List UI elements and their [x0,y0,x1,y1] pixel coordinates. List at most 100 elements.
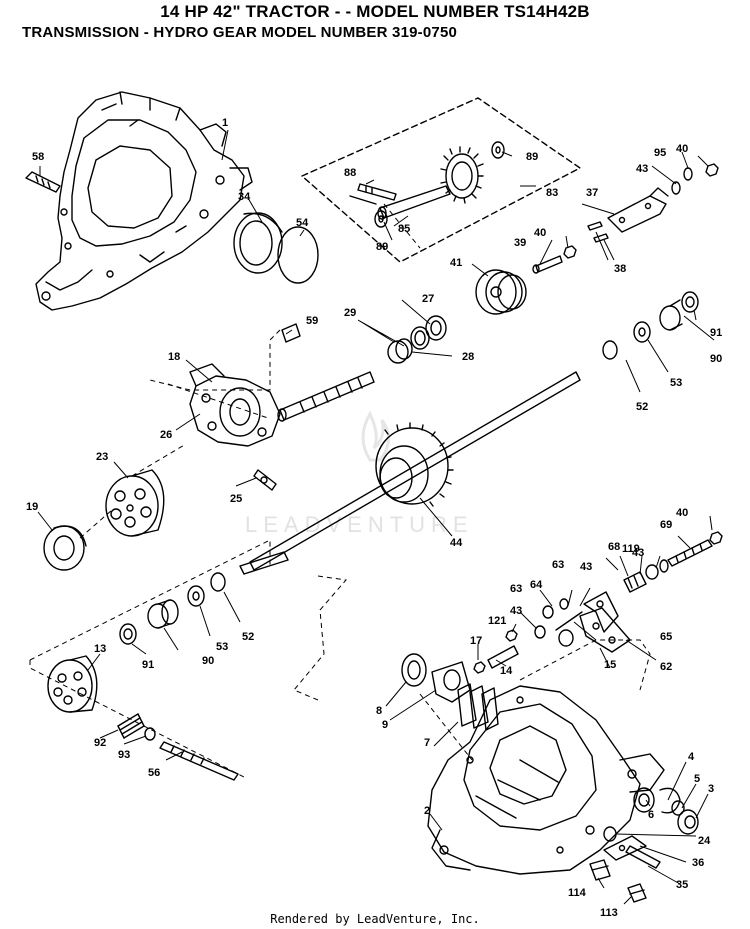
nut-part-121 [505,629,518,642]
washer-part-52-lower [210,572,226,592]
callout-34: 34 [238,191,251,203]
callout-56: 56 [148,767,160,779]
callout-23: 23 [96,451,108,463]
callout-58: 58 [32,151,44,163]
input-shaft-part-18 [277,371,375,422]
callout-113: 113 [600,907,618,919]
callout-43-mid-right: 43 [580,561,592,573]
seal-part-8 [401,653,427,687]
callout-14: 14 [500,665,513,677]
callout-36: 36 [692,857,704,869]
pin-part-35 [625,845,661,869]
assembly-dashed-lines [29,203,651,779]
callout-39: 39 [514,237,526,249]
callout-35: 35 [676,879,688,891]
callout-53-lower: 53 [216,641,228,653]
callout-65: 65 [660,631,672,643]
cylinder-block-part-23 [105,469,165,537]
callout-19: 19 [26,501,38,513]
pin-part-59 [281,323,301,343]
callout-8: 8 [376,705,382,717]
callout-15: 15 [604,659,616,671]
fitting-part-114 [589,859,611,881]
callout-53-upper: 53 [670,377,682,389]
washer-part-43-top [671,181,681,195]
callout-64: 64 [530,579,543,591]
callout-5: 5 [694,773,700,785]
callout-69: 69 [660,519,672,531]
callout-7: 7 [424,737,430,749]
washer-part-64 [559,598,569,610]
nut-part-40-mid [563,245,577,259]
snap-ring-part-28 [387,338,413,364]
seal-part-19 [43,525,87,571]
plates-part-7 [457,683,499,731]
arm-part-15 [555,611,583,647]
callout-17: 17 [470,635,482,647]
callout-89-lower: 89 [376,241,388,253]
callout-1: 1 [222,117,228,129]
callout-4: 4 [688,751,695,763]
rod-part-69 [667,539,713,567]
callout-54: 54 [296,217,309,229]
callout-83: 83 [546,187,558,199]
footer-credit: Rendered by LeadVenture, Inc. [270,912,480,926]
center-section-part-26 [189,363,281,447]
washer-part-95 [683,167,693,181]
callout-37: 37 [586,187,598,199]
washer-part-27 [425,315,447,341]
callout-3: 3 [708,783,714,795]
arm-part-62 [579,607,631,653]
shaft-part-85 [377,185,451,220]
callout-93: 93 [118,749,130,761]
ring-part-5 [671,800,685,816]
callout-13: 13 [94,643,106,655]
valve-part-25 [253,469,277,491]
callout-25: 25 [230,493,242,505]
washer-part-89-upper [491,141,505,159]
callout-24: 24 [698,835,711,847]
fitting-part-113 [627,883,647,903]
swashplate-part-41 [475,269,527,315]
bracket-part-37 [607,187,669,233]
bracket-part-36 [603,835,647,861]
bushing-part-90-lower [147,599,179,629]
callout-114: 114 [568,887,587,899]
washer-part-29 [410,326,430,350]
washer-part-24 [603,826,617,842]
cap-part-3 [677,809,699,835]
seal-part-34 [233,212,283,274]
bolt-part-58 [25,171,61,193]
subassembly-box-part-83 [301,97,581,263]
callout-59: 59 [306,315,318,327]
axle-gear-part-44 [249,371,581,571]
callout-28: 28 [462,351,474,363]
diagram-title: 14 HP 42" TRACTOR - - MODEL NUMBER TS14H… [160,2,590,21]
gear-part-in-box [440,146,484,204]
callout-40-top: 40 [676,143,688,155]
lower-axle-shaft [239,551,289,575]
bolt-part-88 [349,183,397,205]
callout-43-mid: 43 [510,605,522,617]
washer-part-43-right [659,559,669,573]
callout-90-upper: 90 [710,353,722,365]
nut-part-40-top [705,163,719,177]
callout-89-upper: 89 [526,151,538,163]
pins-part-38 [587,221,609,243]
upper-housing-part-1 [35,91,253,311]
callout-90-lower: 90 [202,655,214,667]
bearing-part-6 [633,787,655,813]
washer-part-89-lower [374,210,388,228]
ring-part-93 [144,727,156,741]
callout-91-upper: 91 [710,327,722,339]
callout-62: 62 [660,661,672,673]
watermark-flame-icon [361,410,390,462]
callout-68: 68 [608,541,620,553]
shaft-part-14 [487,645,519,669]
washer-part-53-lower [187,585,205,607]
callout-2: 2 [424,805,430,817]
callout-88: 88 [344,167,356,179]
nut-part-40-right [709,531,723,545]
washer-part-63 [542,605,554,619]
pin-part-39 [532,255,563,274]
